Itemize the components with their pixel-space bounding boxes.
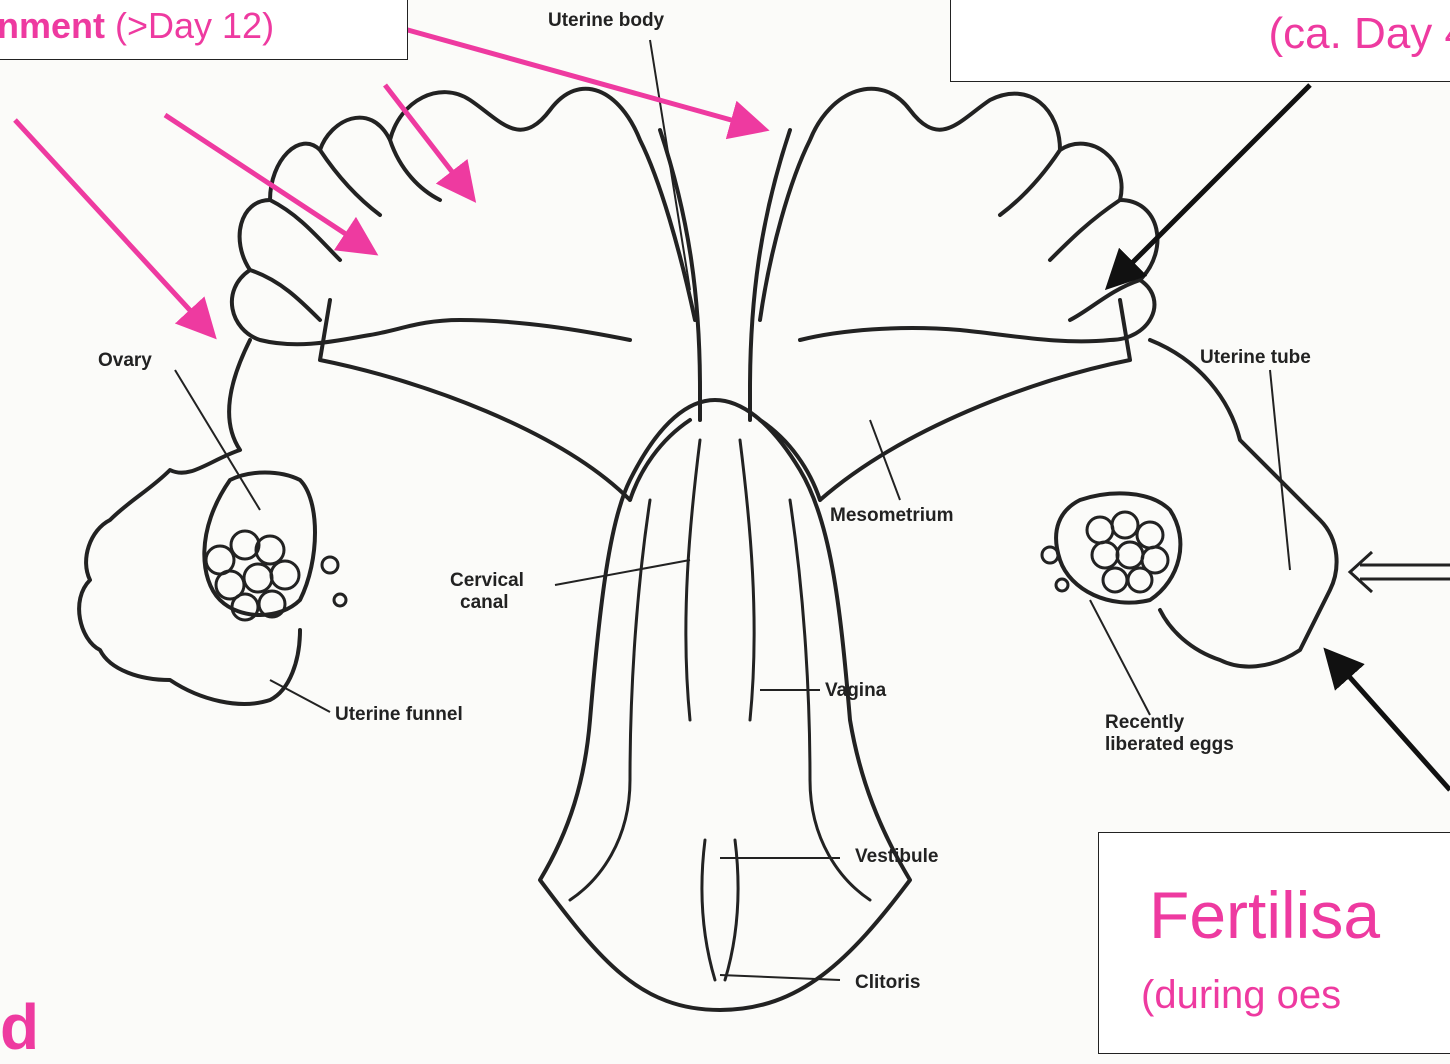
implantation-bold-text: nment — [0, 5, 105, 46]
bottom-fragment-text: d — [0, 990, 39, 1064]
label-mesometrium: Mesometrium — [830, 505, 954, 526]
transport-annotation-box: (ca. Day 4 — [950, 0, 1450, 82]
label-uterine-body: Uterine body — [548, 10, 664, 31]
vagina-outline — [540, 400, 910, 1010]
implantation-annotation-box: nment (>Day 12) — [0, 0, 408, 60]
label-ovary: Ovary — [98, 350, 152, 371]
fertilisation-title: Fertilisa — [1149, 877, 1380, 953]
label-liberated-eggs: liberated eggs — [1105, 734, 1234, 755]
right-ovary-follicles — [1042, 512, 1168, 592]
uterine-body — [660, 130, 790, 420]
label-vagina: Vagina — [825, 680, 886, 701]
label-canal: canal — [460, 592, 509, 613]
sperm-entry-arrow — [1350, 552, 1450, 592]
label-uterine-funnel: Uterine funnel — [335, 704, 463, 725]
fertilisation-subtitle: (during oes — [1141, 973, 1341, 1018]
right-uterine-funnel — [1150, 340, 1337, 667]
label-vestibule: Vestibule — [855, 846, 938, 867]
implantation-day-text: (>Day 12) — [105, 5, 274, 46]
label-recently: Recently — [1105, 712, 1184, 733]
fertilisation-annotation-box: Fertilisa (during oes — [1098, 832, 1450, 1054]
transport-day-text: (ca. Day 4 — [1268, 9, 1450, 58]
left-uterine-horn — [232, 89, 695, 345]
label-uterine-tube: Uterine tube — [1200, 347, 1311, 368]
transport-arrows — [1112, 85, 1450, 790]
label-cervical: Cervical — [450, 570, 524, 591]
label-clitoris: Clitoris — [855, 972, 920, 993]
